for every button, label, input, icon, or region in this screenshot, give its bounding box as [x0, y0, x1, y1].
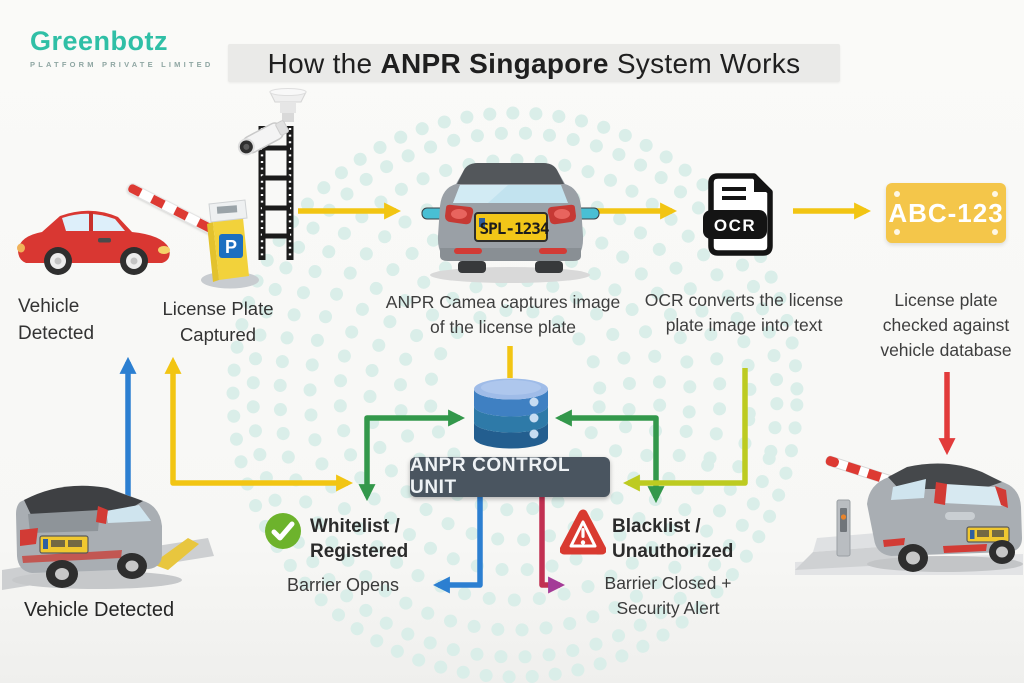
bullet-camera-icon: [237, 120, 289, 156]
arrow-blacklist-database-link: [554, 409, 665, 504]
whitelist-check-icon: [265, 513, 301, 549]
title-highlight-band: [228, 44, 840, 82]
car-license-plate-text: SPL-1234: [479, 219, 548, 238]
logo-name: Greenbotz: [30, 26, 169, 56]
whitelist-label: Whitelist / Registered: [310, 516, 409, 563]
red-car-icon: [17, 210, 170, 275]
anpr-camera-tower-icon: [237, 88, 307, 260]
arrow-vehicle-to-capture-loop: [164, 356, 354, 492]
vehicle-detected-caption: Vehicle Detected: [18, 296, 95, 344]
bottom-vehicle-detected-caption: Vehicle Detected: [24, 599, 175, 621]
anpr-camera-car-icon: SPL-1234: [421, 163, 600, 283]
arrow-control-to-barrier-opens: [432, 497, 483, 594]
control-unit-box: ANPR CONTROL UNIT: [410, 455, 610, 498]
ocr-icon-label: OCR: [714, 216, 756, 235]
title-part2: ANPR Singapore: [380, 48, 609, 79]
logo: Greenbotz PLATFORM PRIVATE LIMITED: [30, 26, 213, 69]
logo-tagline: PLATFORM PRIVATE LIMITED: [30, 60, 214, 69]
result-plate-text: ABC-123: [888, 197, 1004, 228]
parking-meter-icon: P: [201, 199, 259, 289]
license-captured-caption: License Plate Captured: [162, 298, 274, 346]
database-caption: License plate checked against vehicle da…: [880, 290, 1012, 360]
parking-sign-letter: P: [225, 237, 237, 257]
ocr-caption: OCR converts the license plate image int…: [644, 290, 844, 335]
title-part3: System Works: [608, 48, 801, 79]
arrow-control-to-barrier-closed: [539, 497, 566, 594]
blacklist-alert-icon: [560, 509, 606, 555]
blacklist-label: Blacklist / Unauthorized: [612, 516, 734, 563]
barrier-opens-label: Barrier Opens: [287, 575, 400, 595]
ocr-document-icon: OCR: [703, 173, 773, 256]
control-unit-label: ANPR CONTROL UNIT: [410, 455, 570, 498]
title-part1: How the: [267, 48, 381, 79]
page-title: How the ANPR Singapore System Works: [228, 45, 840, 83]
arrow-ocr-to-control-unit: [622, 368, 748, 492]
bottom-left-vehicle-icon: [2, 485, 214, 590]
database-icon: [474, 378, 548, 449]
camera-caption: ANPR Camea captures image of the license…: [385, 292, 621, 337]
exit-barrier-scene-icon: [795, 455, 1023, 575]
result-plate: ABC-123: [886, 183, 1006, 243]
arrow-whitelist-database-link: [358, 409, 466, 502]
barrier-closed-label: Barrier Closed + Security Alert: [604, 573, 732, 618]
